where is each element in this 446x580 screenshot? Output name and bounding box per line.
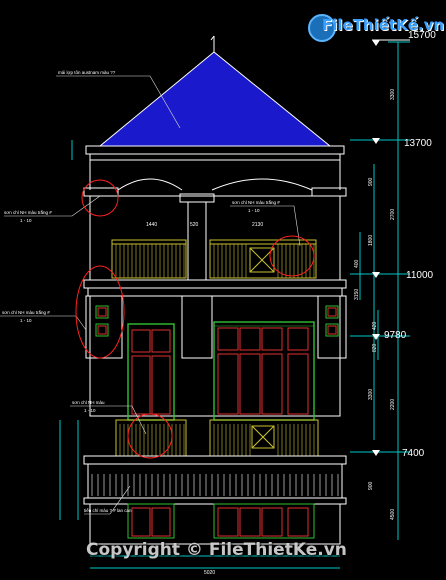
left-ornament-panel <box>95 305 339 337</box>
dim-horizontal-1440: 1440 <box>146 222 157 228</box>
level-label-11000: 11000 <box>406 270 434 281</box>
upper-right-code: 1 - 10 <box>248 208 260 213</box>
dim-vertical-4: 900 <box>368 177 374 186</box>
circle-ornament-icon <box>308 14 336 42</box>
upper-left-balcony <box>111 239 187 279</box>
middle-right-window <box>213 321 315 421</box>
watermark-copyright: Copyright © FileThietKe.vn <box>86 540 347 560</box>
annotation-leaders <box>0 75 301 515</box>
right-dimension-lines <box>350 41 410 540</box>
middle-left-window <box>127 323 175 421</box>
bottom-dimension-lines <box>90 555 340 569</box>
dim-vertical-2: 2700 <box>390 209 396 220</box>
dim-vertical-8: 820 <box>372 343 378 352</box>
level-marker-15700 <box>372 39 410 46</box>
upper-left-note: sơn chỉ NH màu trắng # <box>4 209 52 215</box>
lower-left-balcony <box>115 419 187 457</box>
bottom-note: tiến chỉ màu ? # lan can <box>84 507 132 513</box>
highlight-circles <box>75 179 315 459</box>
dim-vertical-9: 420 <box>372 321 378 330</box>
ground-right-window <box>213 503 315 539</box>
left-dimension-lines <box>59 140 79 520</box>
middle-left-code: 1 - 10 <box>20 318 32 323</box>
level-marker-11000 <box>372 272 380 278</box>
top-cornice <box>85 145 345 155</box>
level-marker-7400 <box>372 450 380 456</box>
dim-vertical-6: 3150 <box>354 289 360 300</box>
dim-horizontal-520: 520 <box>190 222 199 228</box>
roof <box>98 51 332 147</box>
level-label-7400: 7400 <box>402 448 425 459</box>
dim-vertical-3: 1800 <box>368 235 374 246</box>
middle-floor <box>89 295 341 417</box>
dim-horizontal-2130: 2130 <box>252 222 263 228</box>
ground-left-window <box>127 503 175 539</box>
level-marker-13700 <box>372 138 380 144</box>
level-marker-9780 <box>372 334 380 340</box>
middle-left-note: sơn chỉ NH màu trắng # <box>2 309 50 315</box>
balcony-code: 1 - 10 <box>84 408 96 413</box>
dim-horizontal-total: 5020 <box>204 570 215 576</box>
dim-vertical-7: 2200 <box>390 399 396 410</box>
dim-vertical-5: 400 <box>354 259 360 268</box>
upper-left-code: 1 - 10 <box>20 218 32 223</box>
dim-vertical-1: 3300 <box>390 89 396 100</box>
roof-note: mái lợp tôn austnam màu ?? <box>58 70 116 75</box>
level-label-13700: 13700 <box>404 138 432 149</box>
dim-vertical-11: 4500 <box>390 509 396 520</box>
dim-vertical-12: 900 <box>368 481 374 490</box>
upper-right-note: sơn chỉ NH màu trắng # <box>232 199 280 205</box>
dim-vertical-10: 3300 <box>368 389 374 400</box>
level-label-9780: 9780 <box>384 330 407 341</box>
level-label-15700: 15700 <box>408 30 436 41</box>
watermark-logo-text: FileThiếtKế.vn <box>322 16 445 34</box>
watermark-logo: FileThiếtKế.vn <box>308 10 444 46</box>
balcony-note: sơn chỉ NH màu <box>72 399 105 405</box>
